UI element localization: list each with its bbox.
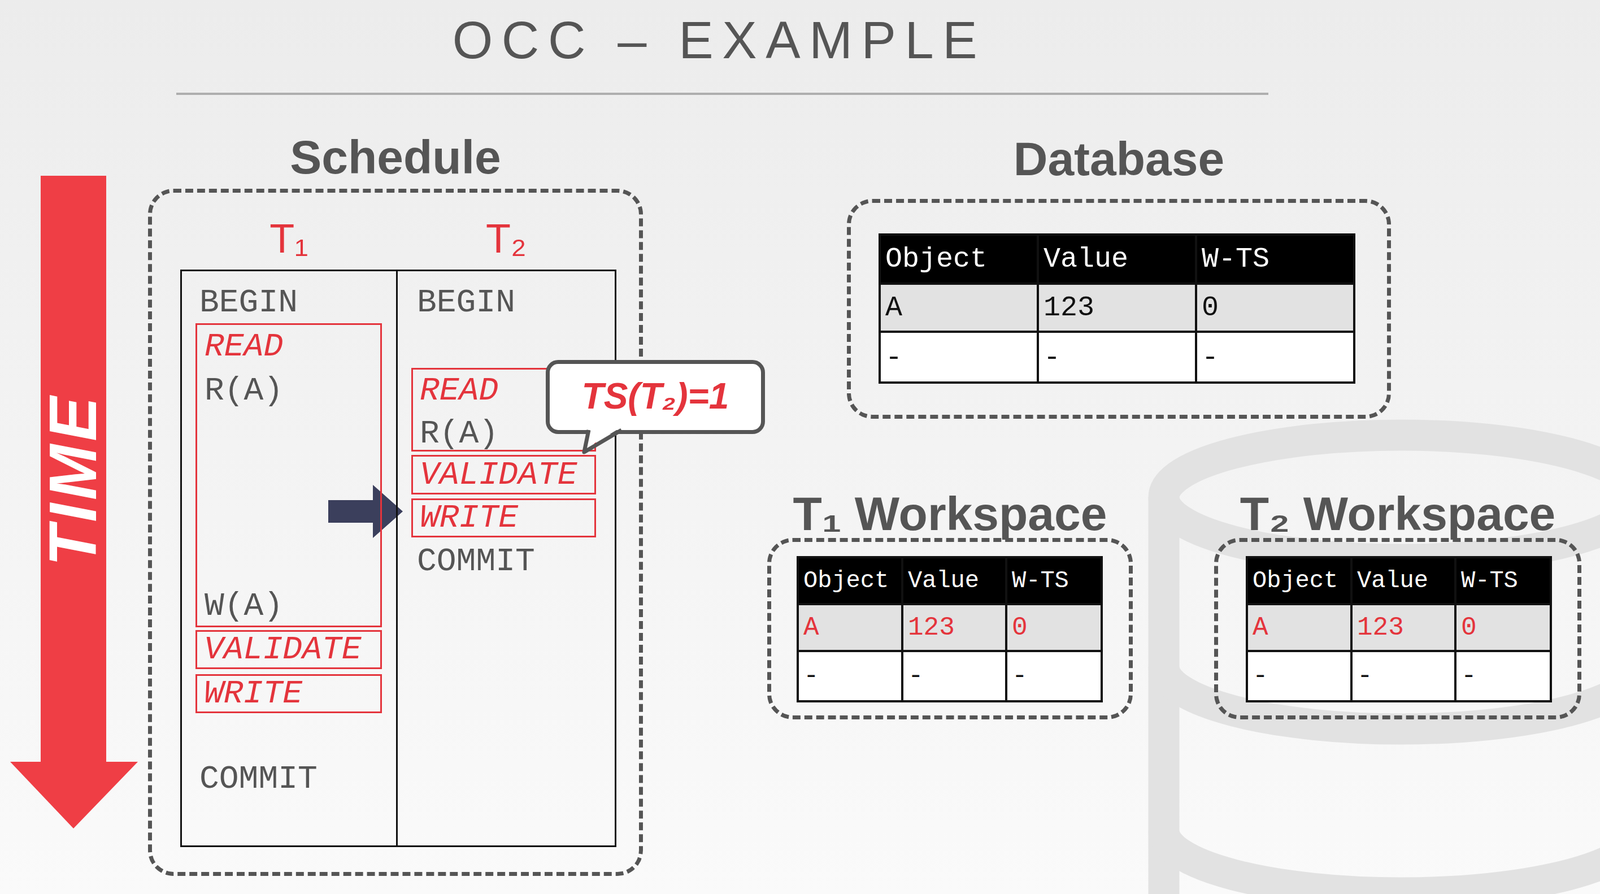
database-watermark xyxy=(1163,435,1600,894)
operation: BEGIN xyxy=(416,284,516,323)
table-header-cell: W-TS xyxy=(1006,557,1102,604)
phase-name: VALIDATE xyxy=(203,631,362,669)
phase-name: WRITE xyxy=(419,499,519,538)
watermark-sides xyxy=(1163,497,1600,894)
workspace-panel: T₁ WorkspaceObjectValueW-TSA1230--- xyxy=(767,537,1133,720)
panel-heading: T₂ Workspace xyxy=(1240,486,1556,542)
phase-box: READ R(A) W(A) xyxy=(195,323,382,628)
time-label: TIME xyxy=(35,393,112,567)
database-panel: DatabaseObjectValueW-TSA1230--- xyxy=(846,198,1391,419)
table-header-cell: Object xyxy=(797,557,903,604)
operation: COMMIT xyxy=(199,760,318,799)
phase-box: VALIDATE xyxy=(411,454,597,495)
callout-tail-fill xyxy=(585,427,621,449)
transaction-name: T₁ xyxy=(269,215,308,263)
phase-box: VALIDATE xyxy=(195,629,382,669)
title-rule xyxy=(176,92,1269,95)
table-grid: ObjectValueW-TSA1230--- xyxy=(1246,557,1551,702)
table-grid: ObjectValueW-TSA1230--- xyxy=(879,234,1355,383)
table-cell: - xyxy=(1246,650,1352,702)
transaction-column: T₂BEGINCOMMITREADR(A)VALIDATEWRITE xyxy=(397,269,617,847)
phase-box: WRITE xyxy=(411,498,597,538)
table-cell: - xyxy=(1196,331,1355,383)
table-cell: - xyxy=(902,650,1007,702)
table-cell: - xyxy=(1455,650,1551,702)
table-cell: 0 xyxy=(1006,603,1102,651)
transaction-name: T₂ xyxy=(485,215,527,263)
panel-heading: Schedule xyxy=(289,129,501,185)
phase-name: READ xyxy=(204,328,284,367)
table-cell: 123 xyxy=(902,603,1007,651)
table-header-cell: Object xyxy=(879,234,1038,284)
operation: W(A) xyxy=(204,587,284,626)
table-cell: A xyxy=(1246,603,1352,651)
watermark-band xyxy=(1163,830,1600,893)
table-header-cell: Value xyxy=(1037,234,1197,284)
table-cell: 0 xyxy=(1196,283,1355,332)
panel-heading: Database xyxy=(1013,131,1225,187)
table-cell: - xyxy=(1037,331,1197,383)
phase-name: WRITE xyxy=(203,675,303,713)
time-arrow-head xyxy=(10,761,138,829)
table-cell: - xyxy=(1351,650,1456,702)
table-grid: ObjectValueW-TSA1230--- xyxy=(797,557,1102,702)
table-header-cell: Object xyxy=(1246,557,1352,604)
table-header-cell: Value xyxy=(902,557,1007,604)
slide-title: OCC – EXAMPLE xyxy=(452,10,987,71)
operation: COMMIT xyxy=(416,542,536,581)
transaction-column: T₁BEGINCOMMITREADR(A)W(A)VALIDATEWRITE xyxy=(180,269,398,847)
table-header-cell: W-TS xyxy=(1455,557,1551,604)
callout-tail xyxy=(584,429,622,452)
workspace-panel: T₂ WorkspaceObjectValueW-TSA1230--- xyxy=(1214,537,1582,720)
operation: R(A) xyxy=(419,415,499,454)
panel-heading: T₁ Workspace xyxy=(792,486,1107,542)
table-cell: A xyxy=(879,283,1038,332)
timestamp-callout: TS(T₂)=1 xyxy=(545,359,765,434)
table-cell: 123 xyxy=(1037,283,1197,332)
operation: R(A) xyxy=(204,372,284,411)
table-cell: - xyxy=(1006,650,1102,702)
phase-box: WRITE xyxy=(195,674,382,713)
callout-text: TS(T₂)=1 xyxy=(581,375,730,418)
phase-name: VALIDATE xyxy=(419,456,577,495)
phase-name: READ xyxy=(419,372,499,411)
table-cell: - xyxy=(797,650,903,702)
step-pointer xyxy=(328,484,403,538)
table-header-cell: Value xyxy=(1351,557,1456,604)
table-cell: - xyxy=(879,331,1038,383)
table-cell: 123 xyxy=(1351,603,1456,651)
table-cell: 0 xyxy=(1455,603,1551,651)
table-header-cell: W-TS xyxy=(1196,234,1355,284)
schedule-panel: ScheduleT₁BEGINCOMMITREADR(A)W(A)VALIDAT… xyxy=(148,188,643,876)
operation: BEGIN xyxy=(199,284,298,323)
table-cell: A xyxy=(797,603,903,651)
